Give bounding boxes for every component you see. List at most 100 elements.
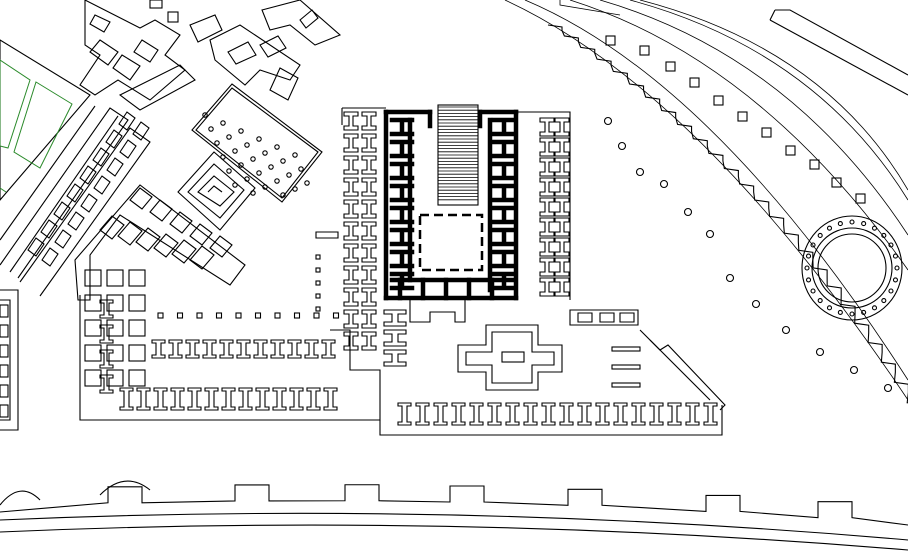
cell	[99, 349, 114, 369]
wing-cell	[539, 257, 555, 277]
diagonal-room	[132, 121, 150, 141]
cell	[613, 402, 628, 426]
pillar	[293, 312, 301, 319]
cell	[541, 402, 556, 426]
edge-room	[0, 384, 9, 398]
cell	[238, 387, 253, 411]
diagonal-room	[80, 193, 98, 213]
garden-column	[304, 180, 310, 186]
cell	[487, 402, 502, 426]
wing-cell	[361, 111, 377, 131]
wing-cell	[343, 287, 359, 307]
pier-square	[855, 193, 866, 204]
garden-column	[256, 170, 262, 176]
lower-left-rooms	[74, 184, 718, 426]
wing-cell	[361, 243, 377, 263]
oval-column	[837, 221, 843, 227]
oval-column	[888, 242, 894, 248]
bold-cell	[491, 161, 517, 181]
wing-cell	[383, 349, 407, 367]
wing-cell	[343, 155, 359, 175]
wing-cell	[539, 197, 555, 217]
garden-area	[0, 39, 91, 201]
oval-column	[861, 309, 867, 315]
wing-cell	[343, 221, 359, 241]
oval-column	[817, 297, 823, 304]
garden-column	[262, 150, 268, 156]
wing-cell	[554, 157, 570, 177]
wing-cell	[361, 331, 377, 351]
pillar	[215, 312, 223, 319]
lower-right-compound	[379, 300, 726, 436]
wing-cell	[554, 177, 570, 197]
oval-column	[805, 253, 812, 259]
garden-column	[280, 192, 286, 198]
oval-column	[849, 311, 855, 317]
pillar	[176, 312, 184, 319]
top-left-cluster	[79, 0, 342, 111]
central-highlighted-building	[383, 104, 519, 301]
room	[128, 344, 146, 362]
diagonal-room	[54, 229, 72, 249]
oval-column	[894, 265, 900, 271]
cell	[185, 339, 200, 359]
room	[128, 269, 146, 287]
diagonal-room	[27, 237, 45, 257]
left-diagonal-blocks	[0, 105, 151, 297]
garden-column	[280, 158, 286, 164]
bold-cell	[491, 117, 517, 137]
garden-column	[238, 162, 244, 168]
diagonal-room	[66, 183, 84, 203]
cell	[219, 339, 234, 359]
room	[153, 233, 179, 258]
diagonal-room	[93, 175, 111, 195]
pier-square	[785, 145, 796, 156]
oval-column	[881, 297, 887, 304]
garden-column	[226, 168, 232, 174]
cell	[151, 339, 166, 359]
oval-column	[805, 277, 812, 283]
wing-cell	[554, 217, 570, 237]
court-right-wing	[518, 111, 571, 300]
cell	[153, 387, 168, 411]
cell	[433, 402, 448, 426]
pier-column	[725, 273, 735, 283]
wing-cell	[343, 265, 359, 285]
oval-column	[826, 225, 833, 231]
pier-column	[751, 299, 761, 309]
oval-column	[826, 305, 833, 311]
room	[189, 223, 213, 246]
wing-cell	[539, 237, 555, 257]
diagonal-room	[40, 219, 58, 239]
pier-column	[705, 229, 715, 239]
wing-cell	[361, 155, 377, 175]
wing-cell	[343, 199, 359, 219]
pier-column	[603, 116, 613, 126]
bold-cell	[491, 205, 517, 225]
cell	[649, 402, 664, 426]
wing-cell	[343, 111, 359, 131]
oval-column	[817, 232, 823, 239]
room	[106, 344, 124, 362]
room	[171, 239, 197, 264]
edge-room	[0, 364, 9, 378]
cell	[99, 324, 114, 344]
wing-cell	[361, 177, 377, 197]
garden-column	[292, 186, 298, 192]
wing-cell	[361, 199, 377, 219]
room	[128, 319, 146, 337]
cell	[270, 339, 285, 359]
wing-cell	[554, 137, 570, 157]
pier-square	[689, 77, 700, 88]
diagonal-room	[67, 211, 85, 231]
wing-cell	[361, 133, 377, 153]
edge-room	[0, 404, 9, 418]
room	[149, 199, 173, 222]
pillar	[313, 312, 320, 319]
wing-cell	[343, 309, 359, 329]
garden-column	[244, 142, 250, 148]
oval-column	[861, 221, 867, 227]
room	[106, 269, 124, 287]
pier-column	[683, 207, 693, 217]
cell	[397, 402, 412, 426]
